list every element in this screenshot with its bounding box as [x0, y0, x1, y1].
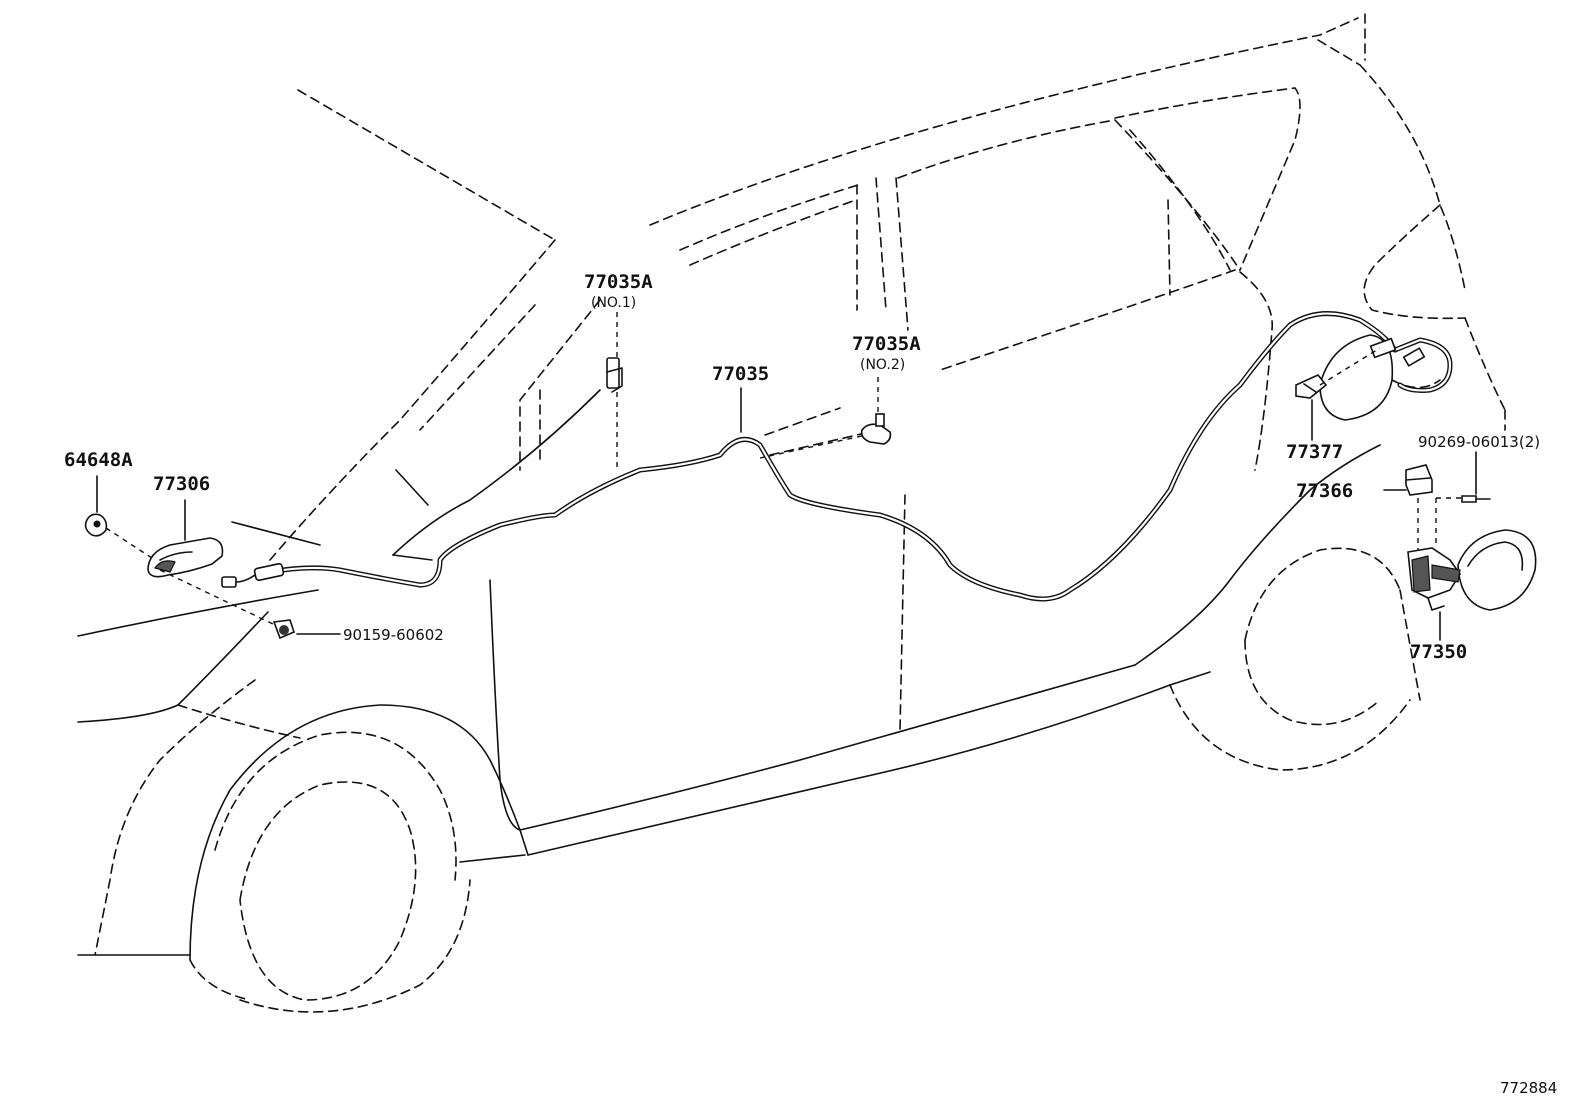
- label-77306: 77306: [153, 473, 210, 495]
- part-90159-60602-bolt: [272, 619, 295, 640]
- car-body-outline: [77, 13, 1506, 1013]
- part-77350-fuel-filler-door: [1407, 529, 1537, 611]
- label-77035: 77035: [712, 363, 769, 385]
- label-77035A-no2: 77035A: [852, 333, 921, 355]
- label-77377: 77377: [1286, 441, 1343, 463]
- part-labels: 64648A 77306 90159-60602 77035A (NO.1) 7…: [64, 271, 1557, 1097]
- part-77366-hinge-spring: [1405, 464, 1433, 496]
- label-77035A-no2-sub: (NO.2): [860, 357, 905, 373]
- part-64648A-cushion: [84, 513, 108, 537]
- label-90159-60602: 90159-60602: [343, 626, 444, 644]
- leader-lines: [96, 312, 1477, 641]
- part-77377-cable-guide: [1295, 374, 1328, 399]
- part-90269-06013-screw: [1461, 495, 1491, 503]
- label-90269-06013: 90269-06013(2): [1418, 433, 1540, 451]
- label-77350: 77350: [1410, 641, 1467, 663]
- label-77035A-no1: 77035A: [584, 271, 653, 293]
- illustration-code: 772884: [1500, 1079, 1557, 1097]
- label-77366: 77366: [1296, 480, 1353, 502]
- label-64648A: 64648A: [64, 449, 133, 471]
- label-77035A-no1-sub: (NO.1): [591, 295, 636, 311]
- part-77035A-no1-clamp: [606, 357, 623, 393]
- part-77035A-no2-clamp: [860, 413, 892, 445]
- part-77306-opener-lever: [147, 537, 224, 578]
